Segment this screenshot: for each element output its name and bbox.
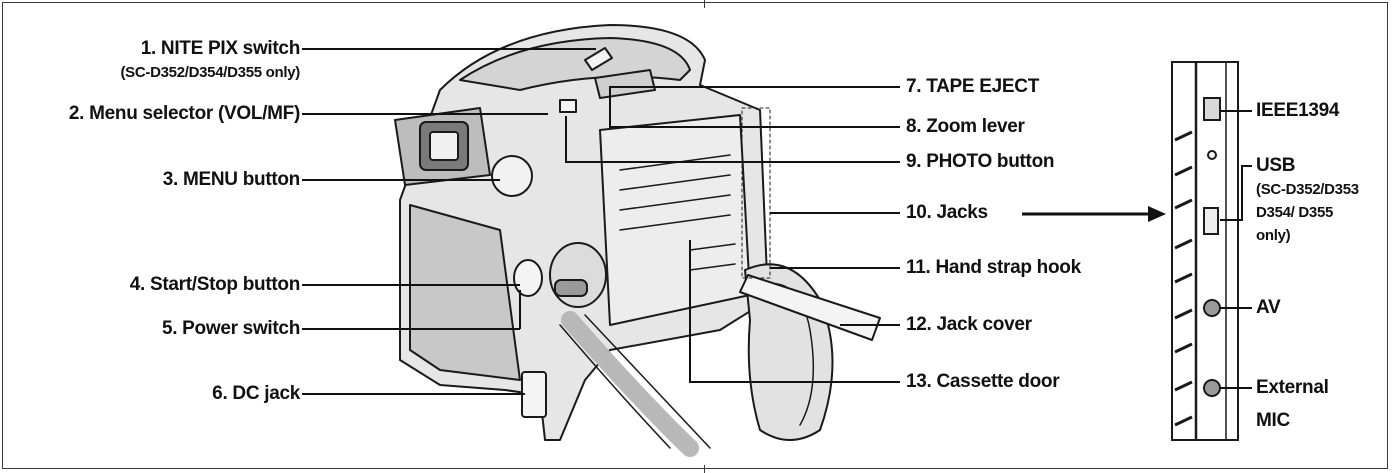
- menu-button-shape: [491, 155, 533, 197]
- cassette-door-panel: [599, 114, 751, 326]
- label-start-stop-button: 4. Start/Stop button: [129, 274, 301, 295]
- label-jacks: 10. Jacks: [906, 202, 988, 223]
- camcorder-top-handle: [459, 37, 691, 91]
- jack-cover-shape: [739, 274, 881, 341]
- mic-port: [1203, 379, 1221, 397]
- label-nite-pix-note: (SC-D352/D354/D355 only): [120, 64, 300, 81]
- label-usb-note-3: only): [1256, 227, 1291, 244]
- label-photo-button: 9. PHOTO button: [906, 151, 1055, 172]
- usb-port: [1203, 207, 1219, 235]
- label-usb-note-1: (SC-D352/D353: [1256, 181, 1359, 198]
- label-dc-jack: 6. DC jack: [212, 383, 300, 404]
- leader-lines: [302, 48, 1252, 395]
- divider-tick-top: [704, 0, 705, 8]
- ieee1394-port: [1203, 97, 1221, 121]
- label-external-mic-2: MIC: [1256, 410, 1290, 431]
- power-switch-dial: [549, 242, 607, 308]
- label-cassette-door: 13. Cassette door: [906, 371, 1060, 392]
- camcorder-grip-panel: [409, 204, 521, 381]
- hand-strap: [561, 311, 699, 457]
- label-external-mic-1: External: [1256, 377, 1329, 398]
- jacks-area-outline: [741, 107, 771, 279]
- label-menu-selector: 2. Menu selector (VOL/MF): [68, 103, 300, 124]
- label-ieee1394: IEEE1394: [1256, 100, 1340, 121]
- label-menu-button: 3. MENU button: [162, 169, 301, 190]
- label-nite-pix-switch: 1. NITE PIX switch: [140, 38, 301, 59]
- jack-panel-illustration: [1171, 61, 1239, 441]
- label-usb-note-2: D354/ D355: [1256, 204, 1334, 221]
- label-tape-eject: 7. TAPE EJECT: [906, 76, 1040, 97]
- label-hand-strap-hook: 11. Hand strap hook: [906, 257, 1081, 278]
- av-port: [1203, 299, 1221, 317]
- label-power-switch: 5. Power switch: [161, 318, 300, 339]
- divider-tick-bottom: [704, 465, 705, 473]
- label-jack-cover: 12. Jack cover: [906, 314, 1032, 335]
- jacks-arrowhead: [1148, 206, 1166, 222]
- label-av: AV: [1256, 297, 1281, 318]
- label-usb: USB: [1256, 155, 1296, 176]
- label-zoom-lever: 8. Zoom lever: [906, 116, 1025, 137]
- dc-jack-shape: [521, 371, 547, 418]
